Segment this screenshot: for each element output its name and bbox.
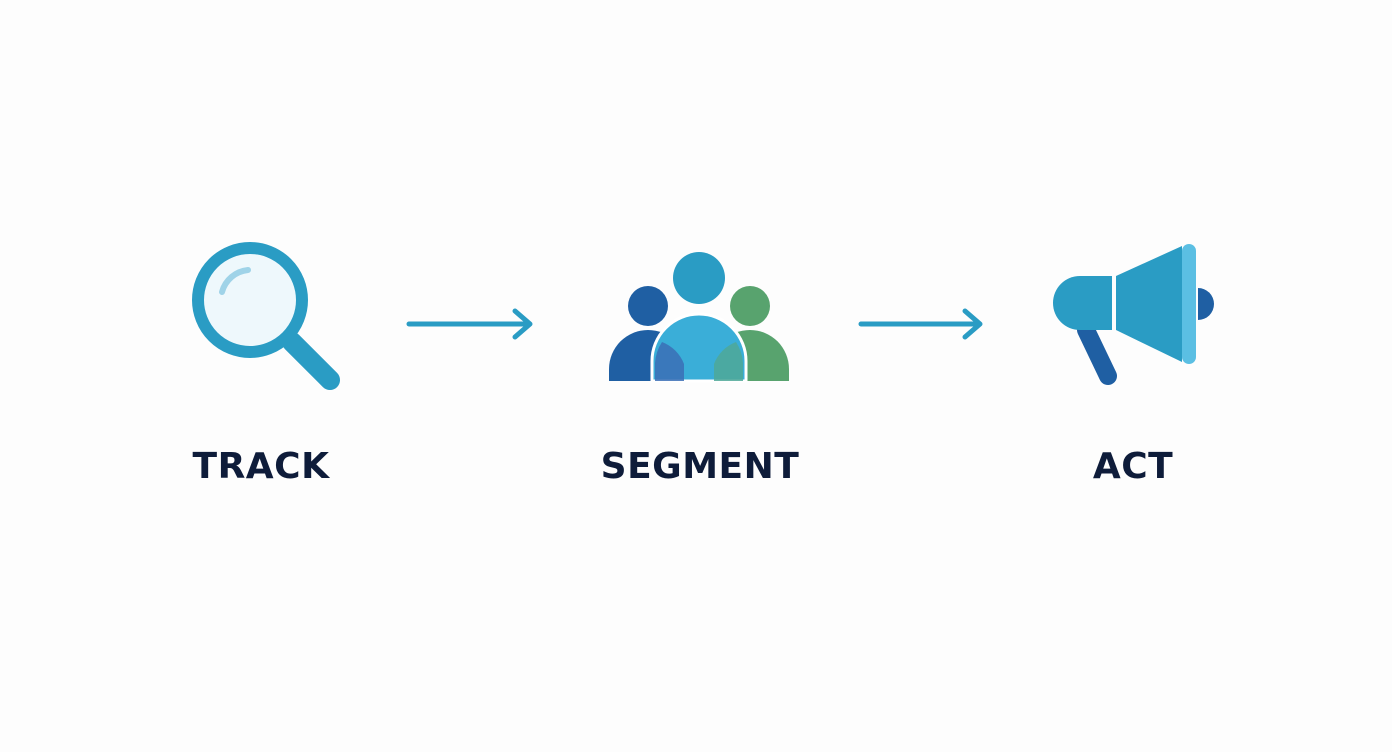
step-label-track: TRACK — [192, 446, 330, 487]
step-label-act: ACT — [1092, 446, 1174, 487]
magnifying-glass-icon — [192, 242, 340, 390]
people-group-icon — [609, 252, 789, 383]
arrow-right-icon — [858, 308, 983, 340]
step-label-segment: SEGMENT — [600, 446, 800, 487]
arrow-right-icon — [406, 308, 533, 340]
megaphone-icon — [1053, 244, 1214, 385]
